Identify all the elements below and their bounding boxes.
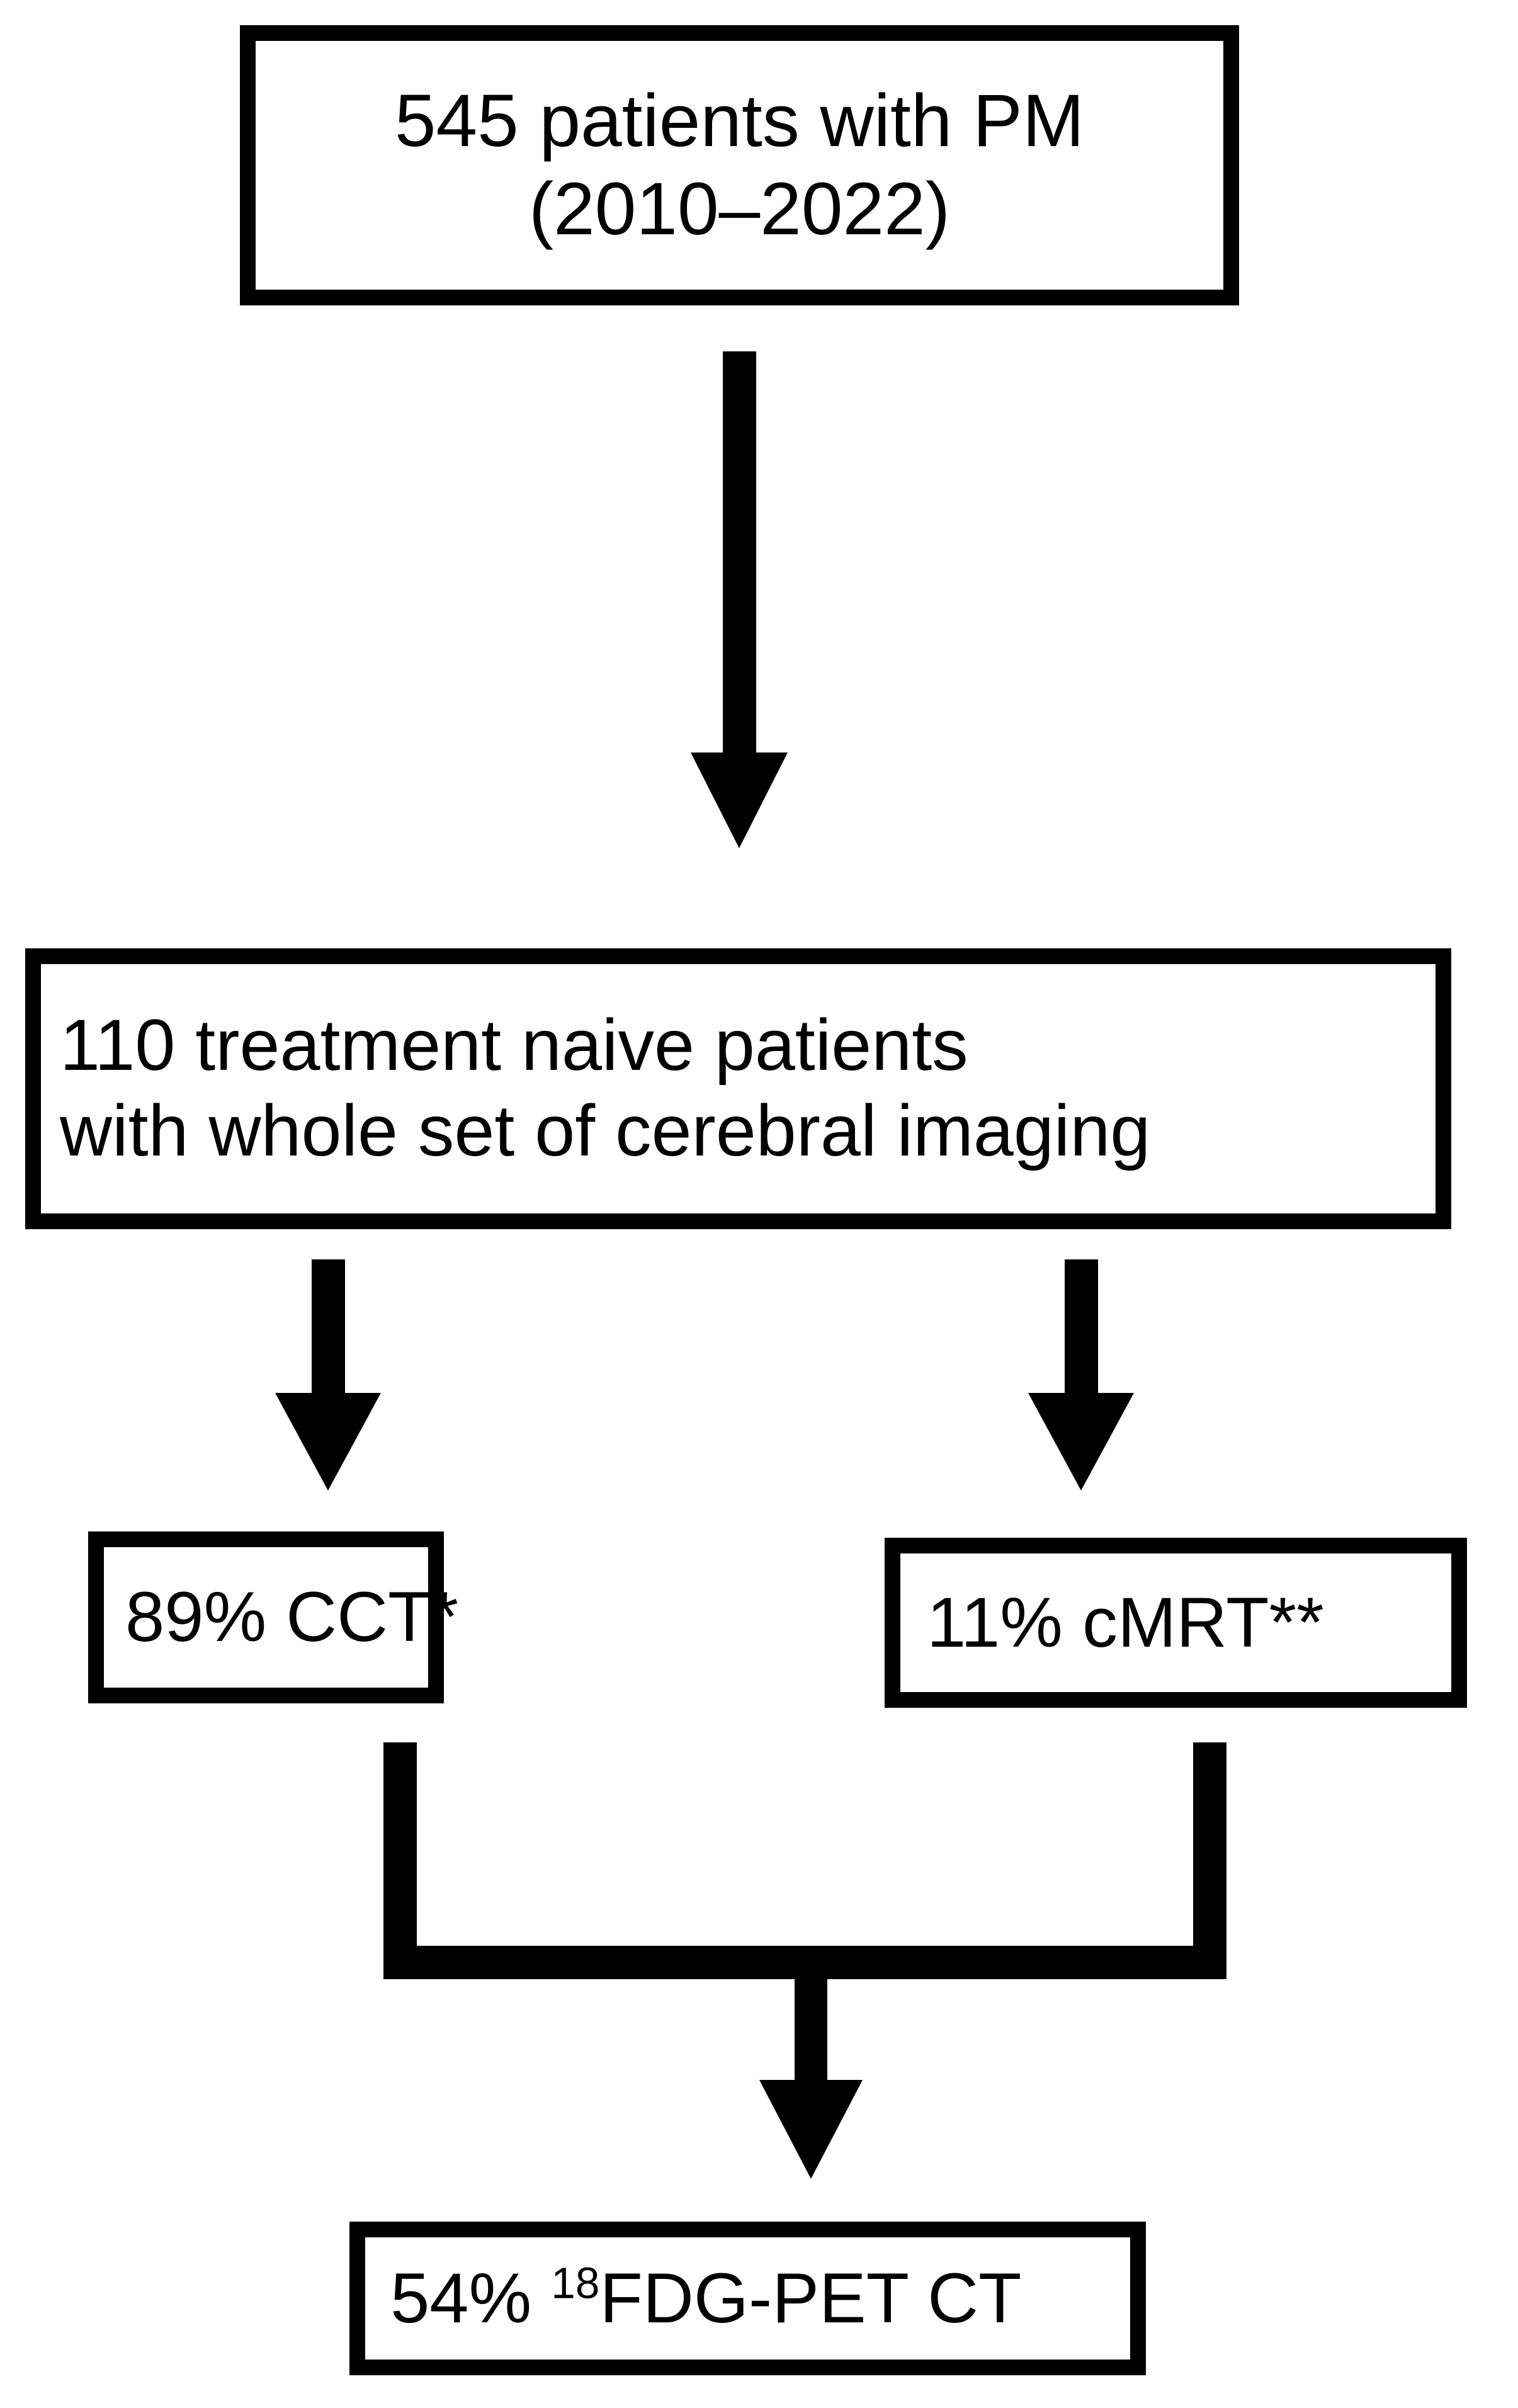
arrow-merge-to-pet-head <box>759 2080 863 2179</box>
node-total-cohort-line-1: 545 patients with PM <box>394 79 1085 163</box>
node-total-cohort: 545 patients with PM (2010–2022) <box>240 25 1239 305</box>
arrow-eligible-to-cct-shaft <box>312 1259 345 1395</box>
node-cmrt-label: 11% cMRT** <box>927 1582 1324 1662</box>
node-fdg-pet-ct-prefix: 54% <box>390 2258 552 2337</box>
arrow-merge-to-pet-shaft <box>795 1977 827 2082</box>
arrow-eligible-to-cmrt-shaft <box>1065 1259 1098 1395</box>
node-eligible-patients-line-1: 110 treatment naive patients <box>60 1005 968 1086</box>
arrow-cohort-to-eligible-shaft <box>723 351 756 756</box>
merge-bracket-right-leg <box>1193 1742 1226 1979</box>
merge-bracket-crossbar <box>383 1946 1226 1979</box>
arrow-eligible-to-cmrt-head <box>1028 1393 1134 1491</box>
node-cmrt: 11% cMRT** <box>885 1538 1467 1708</box>
merge-bracket-left-leg <box>383 1742 417 1979</box>
node-cct-label: 89% CCT* <box>125 1577 459 1657</box>
node-fdg-pet-ct-superscript: 18 <box>551 2258 600 2308</box>
node-fdg-pet-ct-suffix: FDG-PET CT <box>599 2258 1022 2337</box>
node-fdg-pet-ct-label: 54% 18FDG-PET CT <box>390 2257 1021 2340</box>
arrow-eligible-to-cct-head <box>275 1393 381 1491</box>
arrow-cohort-to-eligible-head <box>691 752 788 848</box>
node-eligible-patients-line-2: with whole set of cerebral imaging <box>60 1091 1151 1171</box>
node-total-cohort-line-2: (2010–2022) <box>528 167 951 251</box>
node-eligible-patients: 110 treatment naive patients with whole … <box>25 948 1451 1229</box>
node-fdg-pet-ct: 54% 18FDG-PET CT <box>349 2222 1146 2375</box>
node-cct: 89% CCT* <box>88 1531 458 1703</box>
